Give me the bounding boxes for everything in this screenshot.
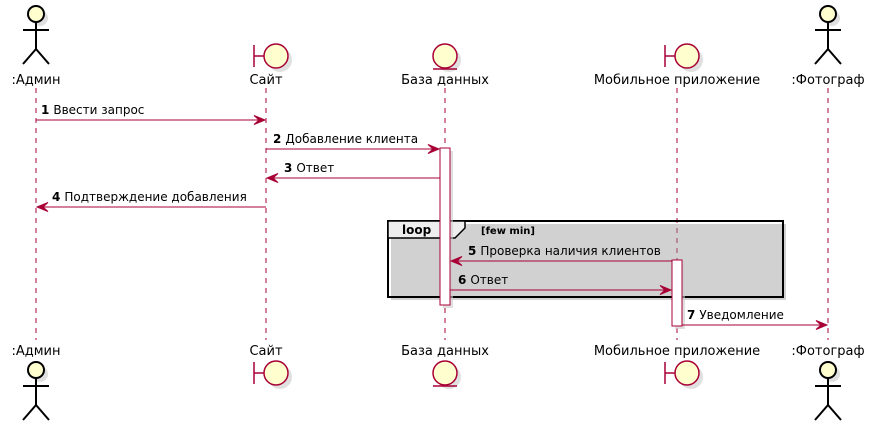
boundary-icon (664, 43, 703, 72)
boundary-icon (253, 43, 292, 72)
arrowhead-icon (35, 202, 49, 212)
participant-mobile-bottom: Мобильное приложение (594, 344, 760, 389)
boundary-icon (664, 360, 703, 389)
message-7: 7 Уведомление (682, 308, 829, 330)
arrowhead-icon (265, 173, 279, 183)
message-6: 6 Ответ (450, 273, 673, 295)
message-5: 5 Проверка наличия клиентов (449, 244, 672, 266)
entity-icon (432, 360, 461, 389)
arrowhead-icon (253, 115, 267, 125)
participant-site-top: Сайт (249, 43, 292, 88)
participant-label: Мобильное приложение (594, 344, 760, 359)
participant-label: :Фотограф (791, 344, 864, 359)
message-label: 1 Ввести запрос (41, 103, 144, 117)
message-text: Ответ (470, 273, 508, 287)
arrowhead-icon (815, 320, 829, 330)
message-label: 4 Подтверждение добавления (52, 190, 247, 204)
participant-label: База данных (401, 73, 489, 88)
actor-icon (814, 361, 842, 421)
participant-mobile-top: Мобильное приложение (594, 43, 760, 88)
message-4: 4 Подтверждение добавления (35, 190, 266, 212)
message-text: Ввести запрос (53, 103, 144, 117)
message-label: 6 Ответ (458, 273, 508, 287)
message-text: Добавление клиента (285, 132, 418, 146)
participant-db-top: База данных (401, 43, 489, 88)
message-number: 1 (41, 103, 49, 117)
actor-icon (22, 361, 50, 421)
participant-photographer-bottom: :Фотограф (791, 344, 865, 421)
participant-label: Сайт (249, 344, 282, 359)
participant-label: База данных (401, 344, 489, 359)
message-text: Уведомление (699, 308, 784, 322)
message-label: 7 Уведомление (687, 308, 784, 322)
message-number: 3 (284, 161, 292, 175)
participant-photographer-top: :Фотограф (791, 5, 865, 88)
message-1: 1 Ввести запрос (36, 103, 267, 125)
participant-db-bottom: База данных (401, 344, 489, 389)
loop-keyword: loop (402, 223, 432, 237)
activation-mobile (671, 259, 683, 327)
message-number: 6 (458, 273, 466, 287)
participant-label: :Фотограф (791, 73, 864, 88)
message-label: 3 Ответ (284, 161, 334, 175)
arrowhead-icon (659, 285, 673, 295)
actor-icon (22, 5, 50, 65)
participant-site-bottom: Сайт (249, 344, 292, 389)
participant-admin-bottom: :Админ (11, 344, 61, 421)
actor-icon (814, 5, 842, 65)
arrowhead-icon (449, 256, 463, 266)
arrowhead-icon (427, 144, 441, 154)
message-text: Проверка наличия клиентов (480, 244, 660, 258)
message-label: 2 Добавление клиента (273, 132, 418, 146)
message-number: 5 (468, 244, 476, 258)
entity-icon (432, 43, 461, 72)
message-text: Ответ (296, 161, 334, 175)
message-number: 4 (52, 190, 60, 204)
participant-label: :Админ (11, 344, 60, 359)
message-number: 2 (273, 132, 281, 146)
message-3: 3 Ответ (265, 161, 440, 183)
participant-label: Мобильное приложение (594, 73, 760, 88)
boundary-icon (253, 360, 292, 389)
message-number: 7 (687, 308, 695, 322)
participant-admin-top: :Админ (11, 5, 61, 88)
participant-label: :Админ (11, 73, 60, 88)
message-text: Подтверждение добавления (64, 190, 246, 204)
activation-db (439, 147, 451, 306)
message-2: 2 Добавление клиента (266, 132, 441, 154)
participant-label: Сайт (249, 73, 282, 88)
message-label: 5 Проверка наличия клиентов (468, 244, 661, 258)
loop-condition: [few min] (481, 226, 535, 237)
